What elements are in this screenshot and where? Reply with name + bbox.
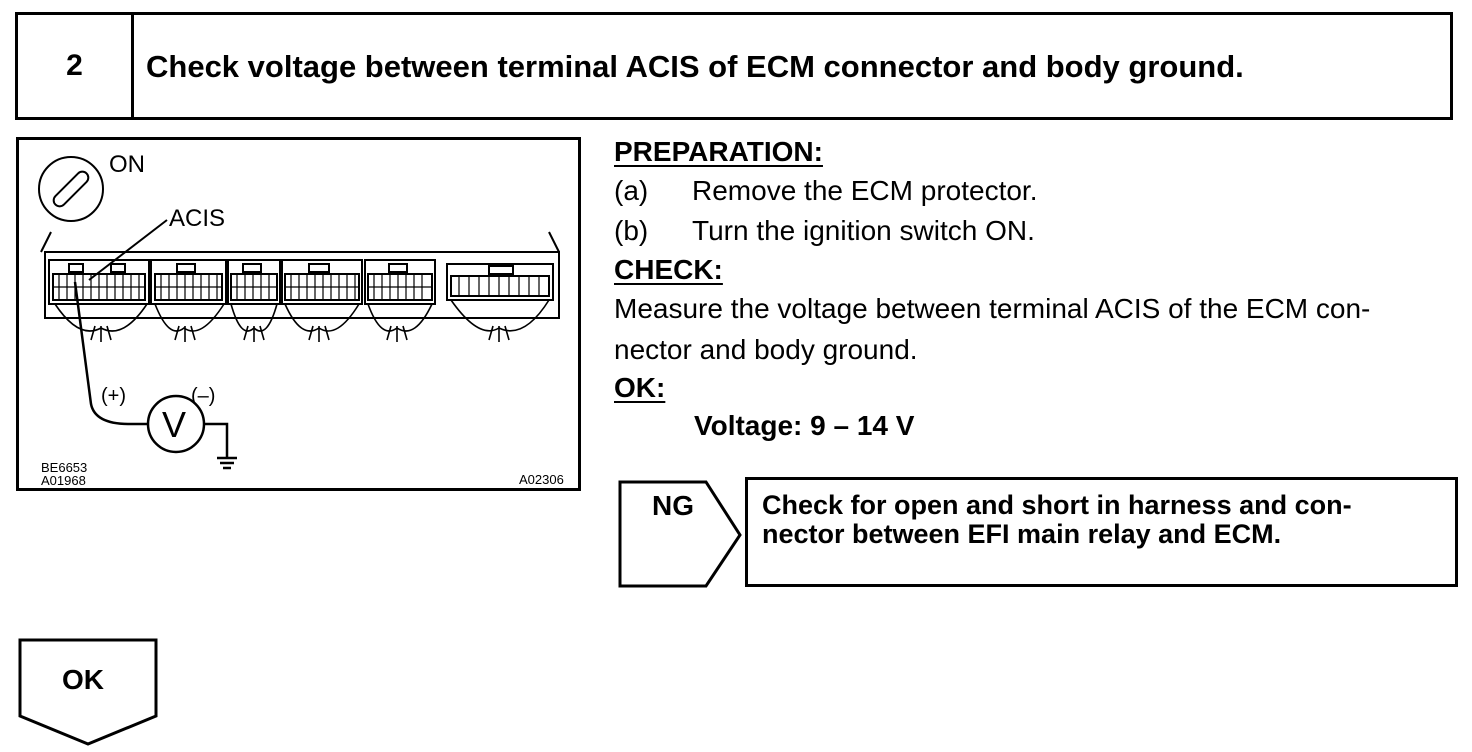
- ng-label: NG: [652, 490, 694, 521]
- ecm-connectors: [48, 259, 554, 305]
- preparation-heading: PREPARATION:: [614, 136, 823, 167]
- voltmeter-icon: [146, 394, 206, 454]
- figure-code-3: A02306: [519, 472, 564, 487]
- ok-label: OK: [62, 664, 104, 695]
- negative-lead-label: (–): [191, 385, 215, 407]
- preparation-item-a-letter: (a): [614, 175, 649, 206]
- ignition-switch-icon: [38, 156, 104, 222]
- ng-arrow-shape: [618, 480, 742, 588]
- preparation-item-b-text: Turn the ignition switch ON.: [692, 215, 1035, 246]
- check-heading: CHECK:: [614, 254, 723, 285]
- ecm-connector-diagram: ON ACIS: [16, 137, 581, 491]
- ecm-housing: [40, 231, 560, 319]
- preparation-item-a-text: Remove the ECM protector.: [692, 175, 1038, 206]
- ng-result-line-2: nector between EFI main relay and ECM.: [762, 519, 1282, 549]
- step-number: 2: [18, 15, 134, 117]
- voltmeter-symbol: V: [162, 404, 186, 445]
- ok-spec-heading: OK:: [614, 372, 666, 403]
- check-line-1: Measure the voltage between terminal ACI…: [614, 293, 1371, 324]
- ng-result-line-1: Check for open and short in harness and …: [762, 490, 1352, 520]
- ng-result-box: Check for open and short in harness and …: [745, 477, 1458, 587]
- figure-code-2: A01968: [41, 473, 86, 488]
- voltmeter-circuit: [73, 281, 237, 470]
- ignition-on-label: ON: [109, 151, 145, 178]
- ok-arrow-shape: [18, 638, 158, 746]
- check-line-2: nector and body ground.: [614, 334, 918, 365]
- preparation-item-b-letter: (b): [614, 215, 649, 246]
- acis-terminal-label: ACIS: [169, 205, 225, 232]
- figure-code-1: BE6653: [41, 460, 87, 475]
- wire-harness: [54, 299, 550, 342]
- positive-lead-label: (+): [101, 385, 126, 407]
- step-header: 2 Check voltage between terminal ACIS of…: [15, 12, 1453, 120]
- ok-spec-value: Voltage: 9 – 14 V: [694, 410, 915, 441]
- step-title: Check voltage between terminal ACIS of E…: [146, 49, 1244, 84]
